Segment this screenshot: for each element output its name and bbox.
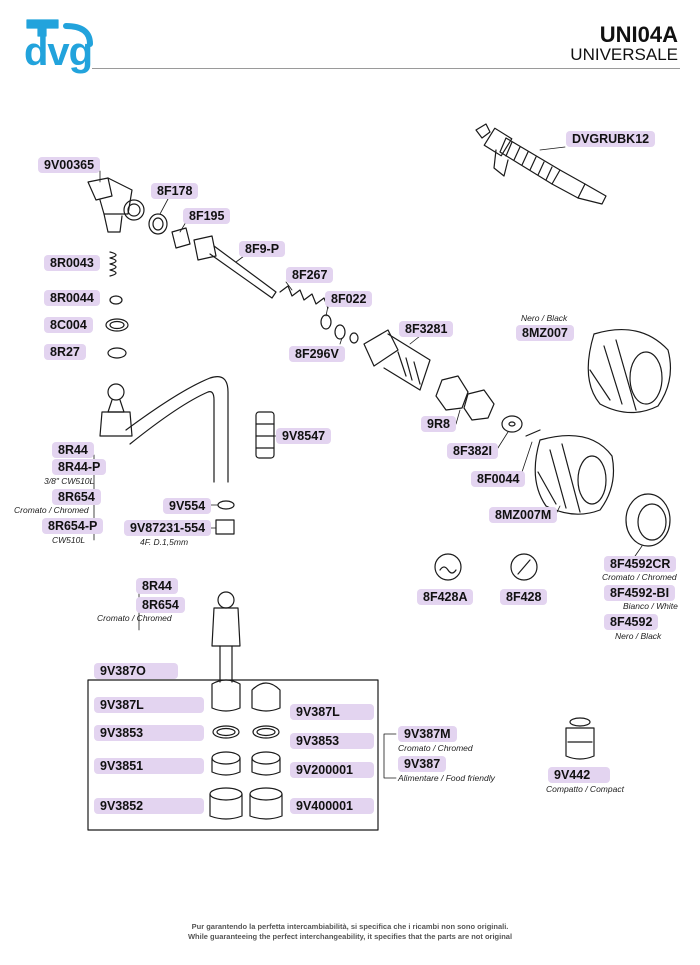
part-label-8f4592cr[interactable]: 8F4592CR (604, 556, 677, 572)
part-label-8f428[interactable]: 8F428 (500, 589, 548, 605)
part-label-8r654[interactable]: 8R654 (52, 489, 101, 505)
pin-8f0044-drawing (525, 429, 541, 437)
aerator-cap-drawing (251, 682, 281, 712)
caption-9v387: Alimentare / Food friendly (398, 773, 495, 783)
part-label-8r44-lower[interactable]: 8R44 (136, 578, 178, 594)
part-label-9v3851[interactable]: 9V3851 (94, 758, 204, 774)
aerator-insert-drawing (255, 411, 275, 459)
logo-icon (26, 19, 93, 47)
elbow-fitting-drawing (87, 177, 145, 233)
nipple-drawing (215, 519, 235, 535)
ring-9v3853-left-drawing (212, 725, 240, 739)
caption-8mz007: Nero / Black (521, 313, 568, 323)
caption-8r654: Cromato / Chromed (14, 505, 89, 515)
nut-9r8-drawing (435, 375, 469, 411)
model-subtitle: UNIVERSALE (570, 45, 678, 64)
part-label-9v387l-right[interactable]: 9V387L (290, 704, 374, 720)
part-label-9v3853-left[interactable]: 9V3853 (94, 725, 204, 741)
washer-8f382i-drawing (501, 415, 523, 433)
washer-8r27-drawing (107, 347, 127, 359)
spring-8f267-drawing (279, 285, 329, 309)
part-label-8r44-p[interactable]: 8R44-P (52, 459, 107, 475)
part-label-8f428a[interactable]: 8F428A (417, 589, 474, 605)
caption-8f4592cr: Cromato / Chromed (602, 572, 677, 582)
sleeve-9v3852-drawing (209, 787, 243, 820)
part-label-8r654-lower[interactable]: 8R654 (136, 597, 185, 613)
part-label-8r654-p[interactable]: 8R654-P (42, 518, 104, 534)
assembly-bracket (87, 679, 379, 831)
washer-8f296v-drawing (334, 324, 346, 340)
part-label-9v3852[interactable]: 9V3852 (94, 798, 204, 814)
disclaimer-italian: Pur garantendo la perfetta intercambiabi… (191, 922, 509, 931)
part-label-8mz007m[interactable]: 8MZ007M (489, 507, 558, 523)
part-label-9v387m[interactable]: 9V387M (398, 726, 457, 742)
part-label-8f178[interactable]: 8F178 (151, 183, 199, 199)
spindle-drawing (193, 235, 277, 299)
part-label-8f0044[interactable]: 8F0044 (471, 471, 526, 487)
part-label-8f382i[interactable]: 8F382I (447, 443, 498, 459)
oring-8c004-drawing (105, 318, 129, 332)
header-divider (92, 68, 680, 69)
part-label-8f3281[interactable]: 8F3281 (399, 321, 454, 337)
washer-8f178-drawing (148, 213, 168, 235)
part-label-8mz007[interactable]: 8MZ007 (516, 325, 574, 341)
caption-8f4592: Nero / Black (615, 631, 662, 641)
part-label-9v387l-left[interactable]: 9V387L (94, 697, 204, 713)
indicator-8f428-drawing (510, 553, 538, 581)
caption-8r654-lower: Cromato / Chromed (97, 613, 172, 623)
part-label-9v442[interactable]: 9V442 (548, 767, 610, 783)
indicator-8f428a-drawing (434, 553, 462, 581)
part-label-8f4592[interactable]: 8F4592 (604, 614, 659, 630)
leader-lines (93, 146, 643, 779)
oring-9v554-drawing (217, 500, 235, 510)
caption-9v387m: Cromato / Chromed (398, 743, 473, 753)
part-label-9v87231-554[interactable]: 9V87231-554 (124, 520, 212, 536)
caption-9v442: Compatto / Compact (546, 784, 624, 794)
part-label-8r27[interactable]: 8R27 (44, 344, 86, 360)
knob-black-drawing (587, 328, 671, 414)
swivel-spout-drawing (99, 376, 229, 483)
part-label-8r0044[interactable]: 8R0044 (44, 290, 100, 306)
part-label-8r0043[interactable]: 8R0043 (44, 255, 100, 271)
part-label-8f022[interactable]: 8F022 (325, 291, 373, 307)
knob-chrome-drawing (534, 434, 615, 515)
caption-9v87231: 4F. D.1,5mm (140, 537, 189, 547)
cap-ring-drawing (625, 493, 671, 547)
part-label-9v387[interactable]: 9V387 (398, 756, 447, 772)
caption-8r44-p: 3/8" CW510L (44, 476, 95, 486)
part-label-9v400001[interactable]: 9V400001 (290, 798, 374, 814)
compact-aerator-drawing (565, 717, 595, 760)
part-8r0044-drawing (109, 295, 123, 305)
part-label-8f9-p[interactable]: 8F9-P (239, 241, 286, 257)
part-label-8f4592-bi[interactable]: 8F4592-BI (604, 585, 676, 601)
brand-logo: dvg (24, 30, 93, 74)
part-label-8f296v[interactable]: 8F296V (289, 346, 345, 362)
part-label-dvgrubk12[interactable]: DVGRUBK12 (566, 131, 656, 147)
vertical-spout-drawing (211, 591, 241, 712)
model-title: UNI04A (599, 22, 678, 47)
spring-8r0043-drawing (109, 251, 117, 277)
part-label-9v3853-right[interactable]: 9V3853 (290, 733, 374, 749)
washer-8f022-drawing (320, 314, 332, 330)
filter-9v3851-drawing (211, 751, 241, 776)
part-label-9v554[interactable]: 9V554 (163, 498, 212, 514)
part-label-9v8547[interactable]: 9V8547 (276, 428, 332, 444)
valve-body-drawing (363, 329, 431, 391)
caption-8f4592-bi: Bianco / White (623, 601, 678, 611)
ring-9v3853-right-drawing (252, 725, 280, 739)
part-label-9v00365[interactable]: 9V00365 (38, 157, 101, 173)
caption-8r654-p: CW510L (52, 535, 86, 545)
disclaimer-english: While guaranteeing the perfect interchan… (187, 932, 513, 941)
tap-cartridge-drawing (475, 123, 607, 205)
part-label-8f267[interactable]: 8F267 (286, 267, 334, 283)
part-label-8f195[interactable]: 8F195 (183, 208, 231, 224)
part-label-8r44[interactable]: 8R44 (52, 442, 94, 458)
part-label-9v200001[interactable]: 9V200001 (290, 762, 374, 778)
part-label-9r8[interactable]: 9R8 (421, 416, 456, 432)
filter-9v200001-drawing (251, 751, 281, 776)
part-label-9v387o[interactable]: 9V387O (94, 663, 178, 679)
part-label-8c004[interactable]: 8C004 (44, 317, 93, 333)
sleeve-9v400001-drawing (249, 787, 283, 820)
